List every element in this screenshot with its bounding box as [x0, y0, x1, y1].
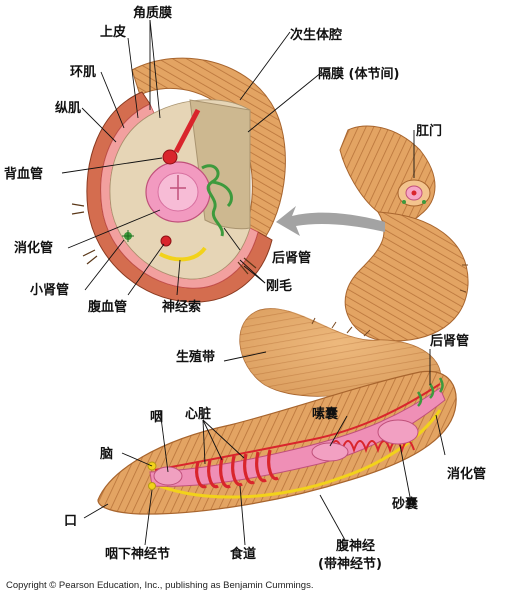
- label-subpharyngeal-ganglion: 咽下神经节: [105, 546, 170, 562]
- dorsal-vessel: [154, 383, 441, 471]
- label-nephridiopore: 小肾管: [30, 282, 69, 298]
- label-digestive-tract-cross: 消化管: [14, 240, 53, 256]
- copyright-credit: Copyright © Pearson Education, Inc., pub…: [6, 580, 314, 591]
- label-crop: 嗉囊: [312, 406, 339, 422]
- worm-clitellum-rings: [239, 308, 441, 397]
- hearts: [195, 449, 279, 489]
- label-epidermis: 上皮: [100, 24, 126, 40]
- cross-ventral-vessel: [160, 235, 172, 247]
- leader-lines: [61, 19, 446, 546]
- label-dorsal-vessel: 背血管: [4, 166, 43, 182]
- label-coelom: 次生体腔: [290, 27, 342, 43]
- label-longitudinal-muscle: 纵肌: [55, 100, 81, 116]
- cross-dorsal-vessel: [162, 149, 178, 165]
- label-segmental-ganglia: (带神经节): [318, 556, 382, 572]
- pharynx: [153, 466, 183, 486]
- label-clitellum: 生殖带: [176, 349, 215, 365]
- label-mouth: 口: [64, 514, 77, 529]
- internal-organs: [147, 377, 446, 499]
- cross-nephridia: [201, 164, 233, 237]
- label-anus: 肛门: [416, 123, 442, 139]
- label-hearts: 心脏: [185, 406, 211, 422]
- cross-section: [71, 57, 286, 303]
- labels: 角质膜 上皮 次生体腔 环肌 隔膜 (体节间) 纵肌 肛门 背血管 消化管 后肾…: [4, 5, 486, 572]
- label-nerve-cord: 神经索: [162, 299, 201, 315]
- setae: [71, 203, 257, 275]
- label-setae: 刚毛: [266, 278, 292, 294]
- label-brain: 脑: [100, 446, 113, 462]
- label-ventral-nerve: 腹神经: [336, 538, 375, 554]
- subpharyngeal-ganglion: [148, 482, 156, 490]
- label-metanephridium-cross: 后肾管: [272, 250, 311, 266]
- label-pharynx: 咽: [150, 410, 163, 425]
- label-digestive-tract-body: 消化管: [447, 466, 486, 482]
- label-circular-muscle: 环肌: [70, 65, 96, 80]
- crop: [311, 442, 349, 462]
- label-ventral-vessel: 腹血管: [88, 299, 127, 315]
- pointer-arrow: [276, 206, 385, 236]
- worm-tail: [339, 125, 436, 222]
- label-esophagus: 食道: [230, 546, 256, 562]
- label-cuticle: 角质膜: [133, 5, 172, 21]
- label-metanephridium-body: 后肾管: [430, 333, 469, 349]
- label-gizzard: 砂囊: [391, 496, 419, 512]
- label-septum: 隔膜 (体节间): [318, 66, 399, 82]
- worm-midsection: [344, 211, 469, 342]
- gizzard: [377, 419, 419, 445]
